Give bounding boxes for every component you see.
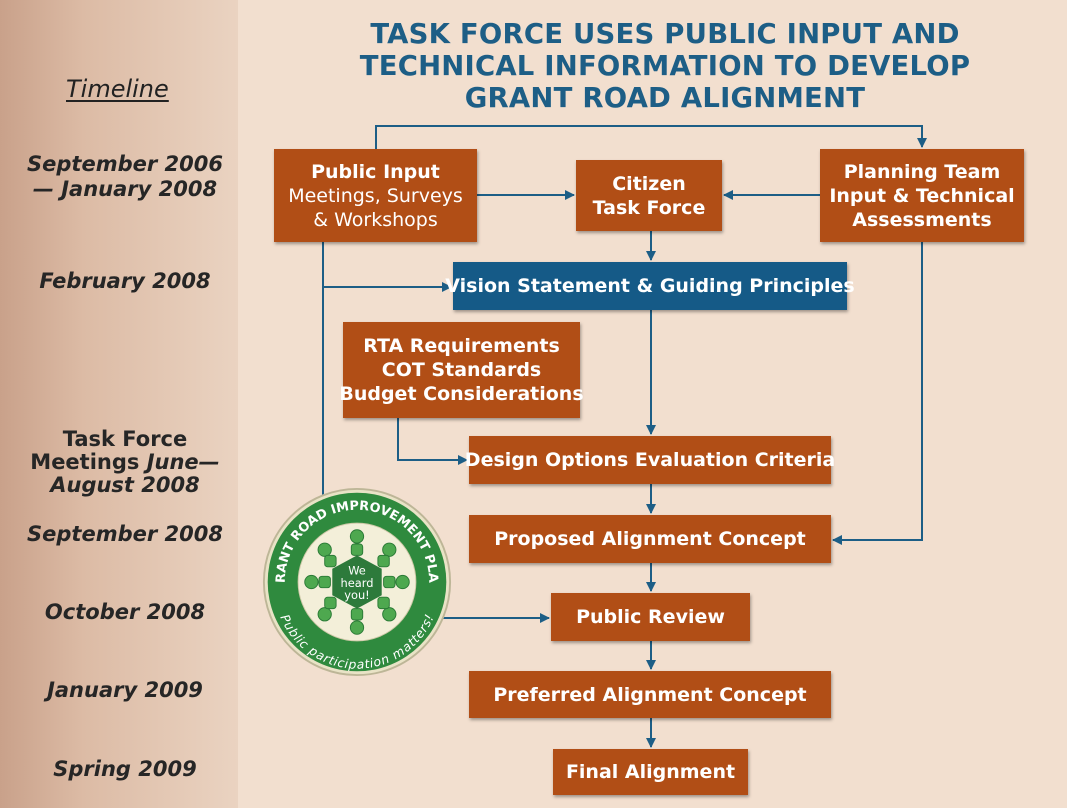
seal-center-line-1: We [348,563,366,577]
box-line: Budget Considerations [339,383,584,405]
box-line: Preferred Alignment Concept [493,683,807,706]
arrow-requirements-to-design [397,418,468,465]
title-line-3: GRANT ROAD ALIGNMENT [464,82,866,114]
box-line: Meetings, Surveys [288,184,463,207]
box-line: Citizen [612,172,686,195]
box-line: & Workshops [313,208,438,231]
box-line: Design Options Evaluation Criteria [464,449,836,471]
timeline-entry-oct-2008: October 2008 [10,600,240,625]
planning-team-box: Planning Team Input & Technical Assessme… [820,149,1024,242]
public-input-box: Public Input Meetings, Surveys & Worksho… [274,149,477,242]
box-line: Task Force [592,196,706,219]
timeline-entry-line: September 2006 [27,152,223,176]
timeline-entry-line: Spring 2009 [53,757,197,781]
box-line: Public Review [576,606,725,628]
title-line-1: TASK FORCE USES PUBLIC INPUT AND [370,18,960,50]
box-line: Assessments [852,208,992,231]
timeline-heading: Timeline [66,75,169,103]
timeline-entry-line: Task Force [62,427,188,451]
timeline-entry-jan-2009: January 2009 [10,678,240,703]
citizen-task-force-box: Citizen Task Force [576,160,722,231]
box-line: Proposed Alignment Concept [494,528,806,550]
timeline-entry-line: October 2008 [44,600,206,624]
public-review-box: Public Review [551,593,750,641]
box-line: RTA Requirements [363,335,560,357]
final-alignment-box: Final Alignment [553,749,748,795]
box-line: Public Input [311,160,440,183]
timeline-entry-line: August 2008 [50,473,200,497]
arrow-planning-to-proposed [832,242,923,545]
timeline-entry-spring-2009: Spring 2009 [10,757,240,782]
proposed-alignment-box: Proposed Alignment Concept [469,515,831,563]
vision-statement-box: Vision Statement & Guiding Principles [445,262,855,310]
box-line: Planning Team [843,160,1001,183]
timeline-entry-line: September 2008 [27,522,223,546]
title-line-2: TECHNICAL INFORMATION TO DEVELOP [359,50,971,82]
seal-center-line-2: heard [341,576,374,590]
timeline-entry-line: January 2009 [47,678,203,702]
timeline-entry-sep-2008: September 2008 [10,522,240,547]
arrow-public-to-planning [375,125,927,149]
box-line: COT Standards [381,359,542,381]
timeline-entry-line: — January 2008 [32,177,218,201]
public-participation-seal: We heard you! GRANT ROAD IMPROVEMENT PLA… [262,487,452,677]
timeline-entry-sep-2006: September 2006 — January 2008 [10,152,240,202]
timeline-entry-task-force: Task Force Meetings June— August 2008 [10,428,240,497]
timeline-entry-line: Meetings June— [30,450,220,474]
seal-center-line-3: you! [344,588,370,602]
timeline-entry-line: February 2008 [39,269,211,293]
requirements-box: RTA Requirements COT Standards Budget Co… [339,322,584,418]
box-line: Final Alignment [565,761,736,783]
preferred-alignment-box: Preferred Alignment Concept [469,671,831,718]
box-line: Input & Technical [829,184,1015,207]
page-title: TASK FORCE USES PUBLIC INPUT AND TECHNIC… [300,18,1030,114]
timeline-entry-feb-2008: February 2008 [10,269,240,294]
people-ring-icon [304,529,410,635]
box-line: Vision Statement & Guiding Principles [445,275,855,297]
design-options-box: Design Options Evaluation Criteria [465,436,835,484]
seal-center-badge [332,555,382,609]
timeline-panel [0,0,238,808]
